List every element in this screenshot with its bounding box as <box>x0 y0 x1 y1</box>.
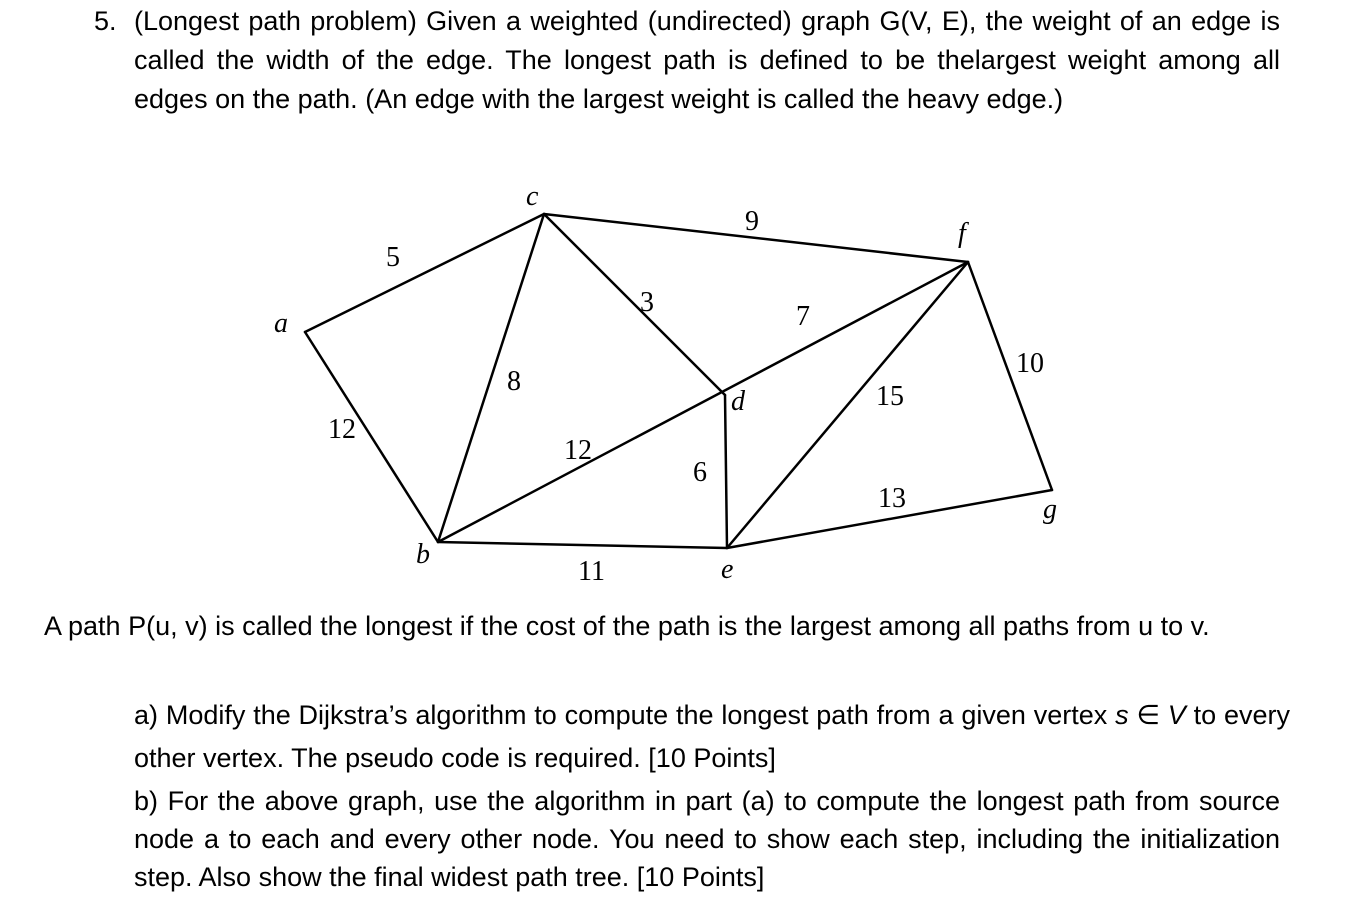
edge-f-g <box>966 260 1054 492</box>
edge-d-e <box>723 393 729 550</box>
vertex-label-d: d <box>731 386 746 417</box>
weight-label-d-f: 7 <box>796 301 810 332</box>
edge-c-d <box>542 212 727 397</box>
weight-label-f-g: 10 <box>1016 348 1044 379</box>
vertex-label-b: b <box>416 539 430 570</box>
part-a-text-1: a) Modify the Dijkstra’s algorithm to co… <box>134 700 1116 730</box>
edge-b-c <box>436 212 546 544</box>
edge-b-f <box>436 260 970 544</box>
vertex-label-e: e <box>721 554 733 585</box>
edge-a-c <box>303 212 546 334</box>
weight-label-b-c: 8 <box>507 366 521 397</box>
weight-label-c-f: 9 <box>745 206 759 237</box>
weight-label-e-f: 15 <box>876 381 904 412</box>
vertex-label-c: c <box>526 181 539 212</box>
weight-label-b-e: 11 <box>578 556 605 587</box>
part-a-text-2: to every other vertex. The pseudo code i… <box>134 700 1291 773</box>
question-number: 5. <box>94 6 117 36</box>
edge-c-f <box>542 212 970 264</box>
vertex-label-f: f <box>958 218 969 249</box>
question-text: (Longest path problem) Given a weighted … <box>134 6 1280 114</box>
question-5: 5. (Longest path problem) Given a weight… <box>94 2 1280 119</box>
edge-e-f <box>725 260 970 550</box>
weight-label-b-f: 12 <box>564 435 592 466</box>
weight-label-e-g: 13 <box>878 483 906 514</box>
edge-e-g <box>725 488 1054 550</box>
vertex-label-g: g <box>1043 494 1057 525</box>
longest-path-definition: A path P(u, v) is called the longest if … <box>44 611 1210 641</box>
edge-b-e <box>436 540 729 550</box>
vertex-label-a: a <box>274 308 288 339</box>
part-b: b) For the above graph, use the algorith… <box>134 786 1280 892</box>
weighted-graph-figure: a b c d e f g 5 12 8 9 3 12 7 6 15 10 13… <box>274 181 1057 587</box>
weight-label-a-b: 12 <box>328 414 356 445</box>
part-a: a) Modify the Dijkstra’s algorithm to co… <box>134 694 1290 780</box>
part-a-s-in-v: s ∈ V <box>1115 700 1186 730</box>
weight-label-c-d: 3 <box>640 287 654 318</box>
weight-label-d-e: 6 <box>693 457 707 488</box>
edge-a-b <box>303 330 440 544</box>
weight-label-a-c: 5 <box>386 242 400 273</box>
